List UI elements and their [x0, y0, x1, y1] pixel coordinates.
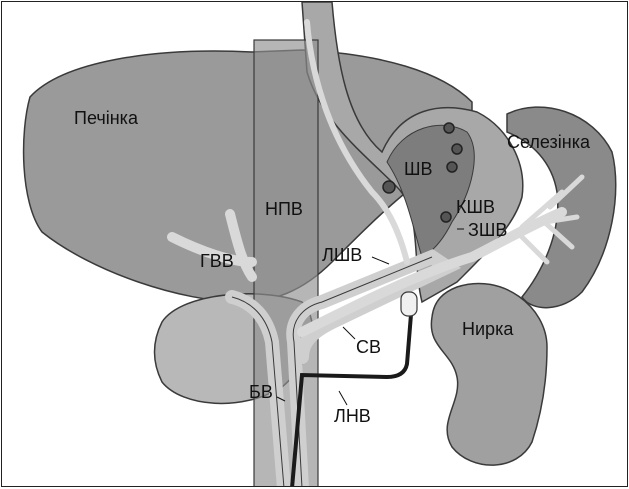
label-liver: Печінка	[74, 109, 138, 127]
label-left-gastric-vein: ЛШВ	[322, 246, 362, 264]
label-stomach-veins: ШВ	[404, 160, 433, 178]
label-kidney: Нирка	[462, 320, 513, 338]
label-short-gastric-veins: КШВ	[456, 198, 495, 216]
ivc-vessel	[254, 40, 318, 487]
kidney-shape	[431, 283, 547, 465]
label-posterior-gastric-veins: ЗШВ	[468, 221, 507, 239]
shunt-device	[401, 292, 417, 316]
label-hepatic-vein: ГВВ	[200, 252, 234, 270]
label-portal-vein: БВ	[249, 383, 273, 401]
label-ivc: НПВ	[265, 200, 303, 218]
label-left-renal-vein: ЛНВ	[334, 407, 371, 425]
label-splenic-vein: СВ	[356, 338, 381, 356]
label-spleen: Селезінка	[507, 133, 590, 151]
